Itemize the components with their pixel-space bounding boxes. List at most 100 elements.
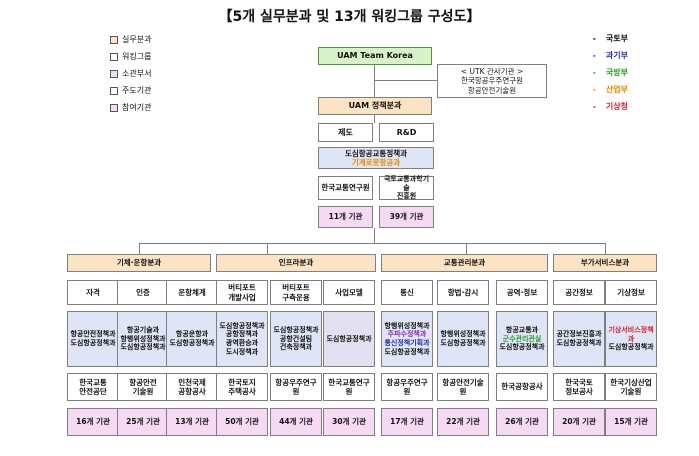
ministry-key-dash: -	[592, 102, 596, 111]
lead-org: 인천국제	[178, 377, 206, 387]
legend-item: 워킹그룹	[110, 51, 151, 62]
responsible-dept: 항공기술과	[126, 325, 160, 334]
legend-swatch	[110, 69, 118, 78]
ministry-key-dash: -	[592, 85, 596, 94]
working-group-label: 공역·정보	[506, 287, 538, 297]
lead-org: 한국기상산업	[610, 377, 652, 387]
secretariat-header: < UTK 간사기관 >	[460, 66, 524, 76]
responsible-dept: 도심항공정책과	[556, 339, 602, 347]
dept-urban-air-policy: 도심항공교통정책과	[344, 148, 408, 158]
lead-org-kaia-box: 국토교통과학기술 진흥원	[379, 174, 434, 200]
lead-org: 한국교통	[79, 377, 107, 387]
legend-swatch	[110, 35, 118, 44]
participant-count-box: 50개 기관	[216, 408, 268, 436]
responsible-dept: 군수관리관실	[502, 334, 542, 343]
working-group-box: 통신	[381, 280, 433, 305]
division-infrastructure: 인프라분과	[216, 254, 376, 272]
uam-policy-division-label: UAM 정책분과	[348, 101, 402, 110]
ministry-key-label: 기상청	[605, 102, 628, 111]
working-group-label: 자격	[86, 287, 100, 297]
working-group-box: 운항체계	[166, 280, 218, 305]
legend-label: 실무분과	[122, 35, 152, 44]
lead-org: 항공안전기술원	[442, 377, 484, 396]
legend-item: 참여기관	[110, 102, 151, 113]
uam-team-korea-box: UAM Team Korea	[318, 47, 432, 65]
division-traffic-management: 교통관리분과	[381, 254, 548, 272]
participant-count: 22개 기관	[446, 417, 480, 427]
lead-org: 정보공사	[565, 387, 593, 396]
responsible-dept: 도심항공정책과	[169, 339, 215, 347]
responsible-dept: 건축정책과	[279, 343, 313, 352]
ministry-key-dash: -	[592, 34, 596, 43]
working-group-label: 사업모델	[335, 287, 363, 297]
responsible-dept: 통신정책기획과	[384, 339, 430, 347]
participant-count: 20개 기관	[562, 417, 596, 427]
working-group-label: 운항체계	[178, 287, 206, 297]
ministry-key-label: 과기부	[605, 51, 628, 60]
legend-swatch	[110, 52, 118, 61]
ministry-key-item: -국토부	[548, 33, 628, 44]
responsible-dept: 도심항공정책과	[499, 343, 545, 352]
division-value-added-service-label: 부가서비스분과	[580, 258, 630, 268]
responsible-dept: 도심항공정책과	[120, 343, 166, 352]
participant-count: 26개 기관	[505, 417, 539, 427]
responsible-dept: 도심항공정책과	[608, 343, 654, 352]
lead-org: 한국토지	[228, 377, 256, 387]
system-group-box: 제도	[318, 123, 373, 142]
ministry-key-item: -기상청	[548, 101, 628, 112]
working-group-box: 기상정보	[605, 280, 657, 305]
lead-org: 안전공단	[79, 387, 107, 396]
participant-count: 30개 기관	[332, 417, 366, 427]
responsible-dept: 항공교통과	[505, 325, 539, 334]
rnd-group-box: R&D	[379, 123, 434, 142]
page-title: 【5개 실무분과 및 13개 워킹그룹 구성도】	[218, 9, 481, 25]
participant-count-box: 20개 기관	[553, 408, 605, 436]
division-aircraft-operation: 기체·운항분과	[67, 254, 211, 272]
responsible-dept: 항행위성정책과	[440, 330, 486, 339]
working-group-label: 버티포트 개발사업	[228, 283, 256, 302]
working-group-label: 공간정보	[565, 287, 593, 297]
participant-count-box: 30개 기관	[323, 408, 375, 436]
lead-org: 주택공사	[228, 387, 256, 396]
responsible-dept: 항공안전정책과	[70, 330, 116, 339]
ministry-key-item: -과기부	[548, 50, 628, 61]
lead-org-box: 항공우주연구원	[381, 373, 433, 401]
lead-org: 한국국토	[565, 377, 593, 387]
responsible-dept: 주파수정책과	[387, 330, 427, 339]
participant-count-rnd-label: 39개 기관	[389, 212, 424, 222]
working-group-label: 통신	[400, 287, 414, 297]
dept-machinery-robot-aviation: 기계로봇항공과	[351, 158, 401, 167]
participant-count-box: 44개 기관	[270, 408, 322, 436]
lead-org: 항공우주연구원	[386, 377, 428, 396]
responsible-dept: 광역환승과	[225, 339, 259, 347]
legend-label: 소관부서	[122, 69, 152, 78]
secretariat-org-2: 항공안전기술원	[467, 85, 517, 95]
responsible-dept: 도심항공정책과	[219, 321, 265, 330]
lead-org-box: 한국공항공사	[496, 373, 548, 401]
division-infrastructure-label: 인프라분과	[278, 258, 314, 268]
lead-org-kaia-line1: 국토교통과학기술	[383, 174, 430, 192]
legend-swatch	[110, 103, 118, 112]
working-group-box: 버티포트 개발사업	[216, 280, 268, 305]
lead-org-box: 항공안전기술원	[437, 373, 489, 401]
lead-org-ktri-box: 한국교통연구원	[318, 176, 373, 200]
ministry-key-label: 국토부	[605, 34, 628, 43]
participant-count: 25개 기관	[126, 417, 160, 427]
responsible-dept: 항행위성정책과	[120, 334, 166, 343]
lead-org: 기술원	[132, 387, 154, 396]
participant-count-system: 11개 기관	[318, 206, 373, 228]
participant-count: 44개 기관	[279, 417, 313, 427]
ministry-key-label: 산업부	[605, 85, 628, 94]
legend-item: 주도기관	[110, 85, 151, 96]
division-value-added-service: 부가서비스분과	[553, 254, 657, 272]
responsible-dept: 공간정보진흥과	[556, 330, 602, 339]
lead-org: 항공안전	[129, 377, 157, 387]
working-group-label: 항법·감시	[447, 287, 479, 297]
